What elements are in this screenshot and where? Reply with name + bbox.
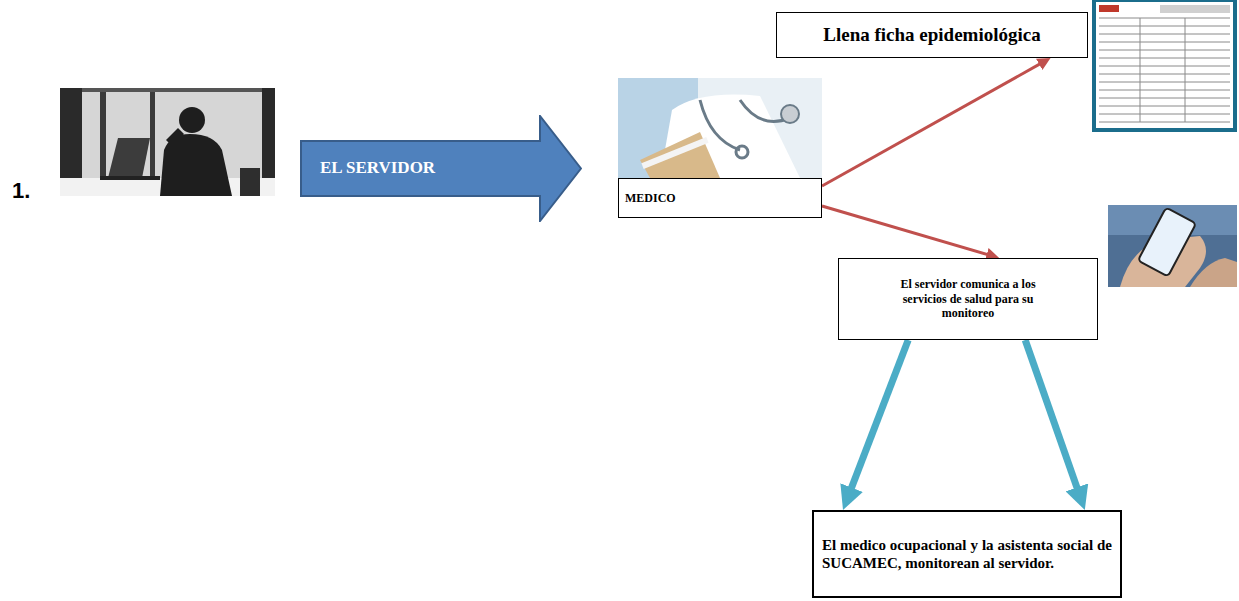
step-number: 1. [12,178,30,204]
action-box: El servidor comunica a los servicios de … [838,258,1098,340]
action-box: Llena ficha epidemiológica [776,12,1088,58]
node-text: El medico ocupacional y la asistenta soc… [822,536,1112,572]
node-text: MEDICO [625,191,815,205]
doctor-photo [618,78,822,178]
flow-arrow [1025,340,1081,499]
flow-arrow [822,61,1045,186]
arrow-fill [301,116,581,221]
node-text: Llena ficha epidemiológica [787,24,1077,47]
worker-photo [60,88,275,196]
phone-photo [1108,205,1237,287]
node-text: EL SERVIDOR [320,158,582,178]
flow-arrow [847,340,908,499]
flow-arrow [822,206,993,256]
role-box: MEDICO [618,178,822,218]
node-text: El servidor comunica a los servicios de … [883,277,1053,320]
actor-arrow: EL SERVIDOR [300,115,582,222]
result-box: El medico ocupacional y la asistenta soc… [812,510,1122,598]
epidemiological-form-image [1092,0,1237,132]
